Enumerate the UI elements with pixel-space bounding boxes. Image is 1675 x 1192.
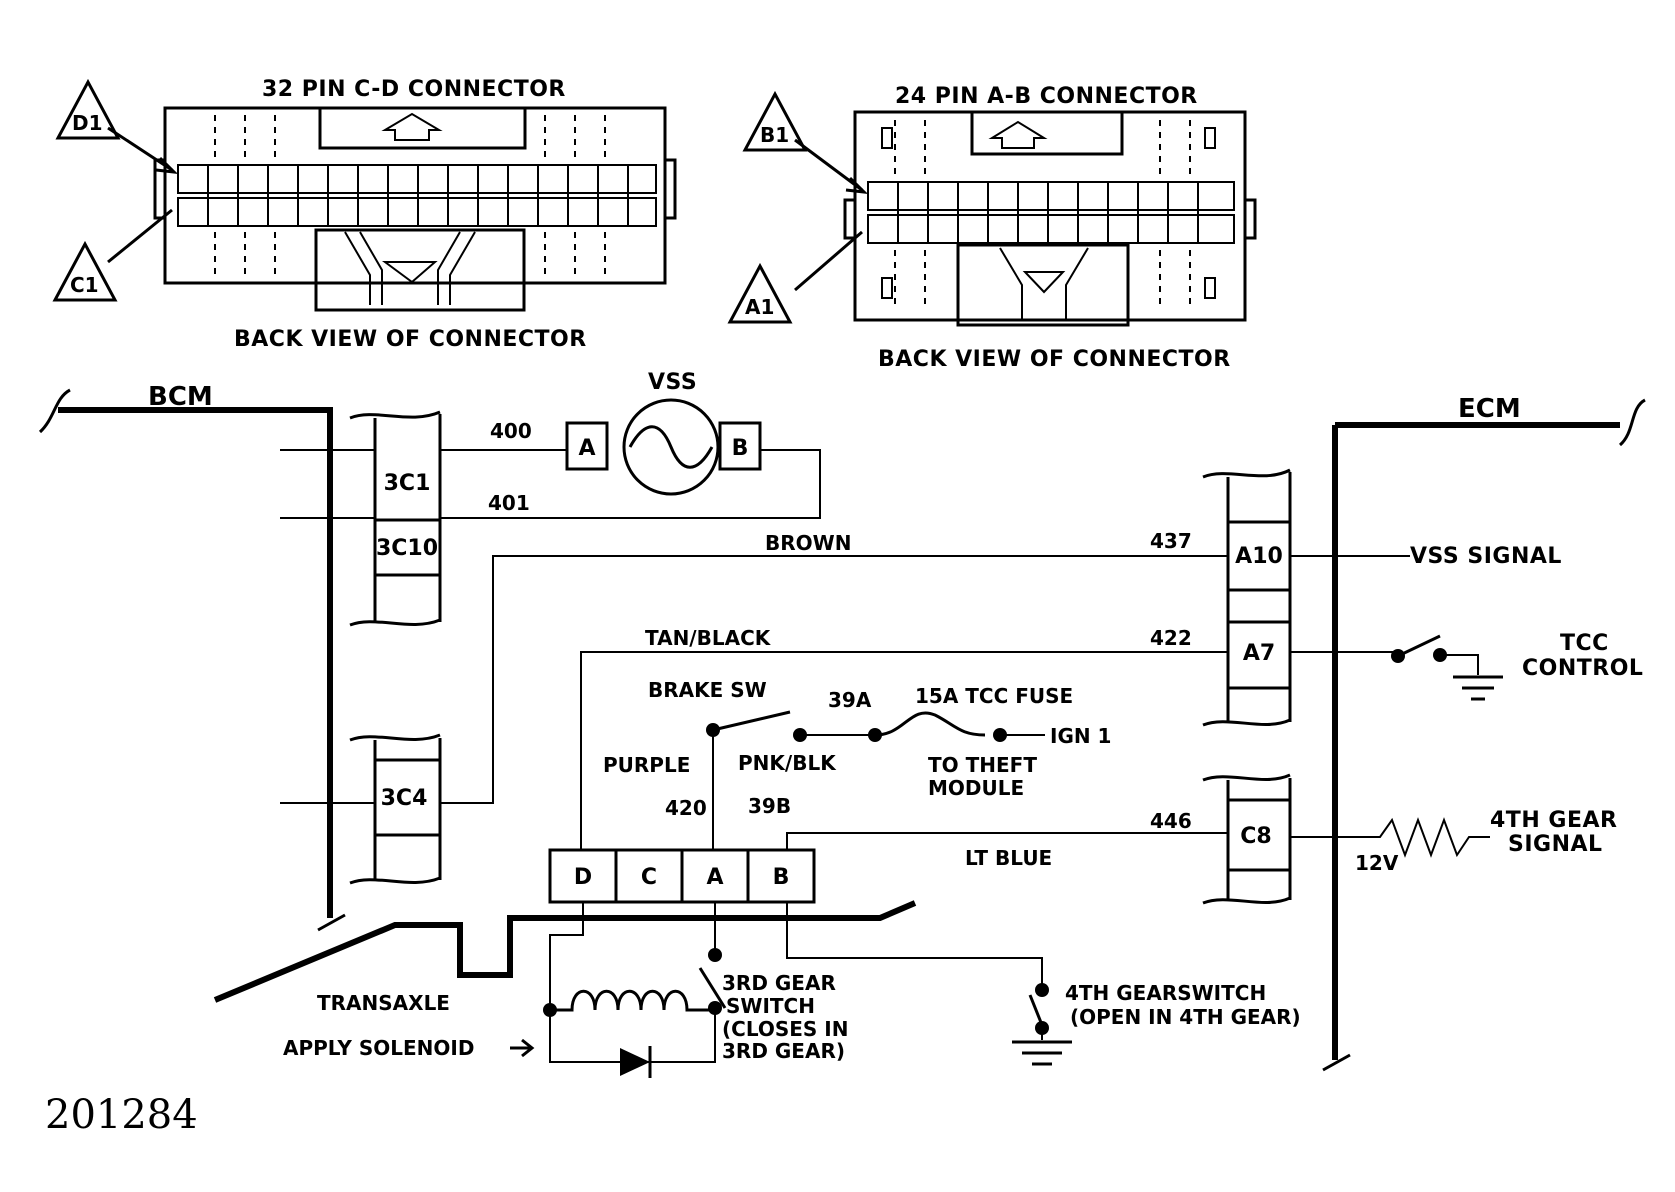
circuit-437: 437 [1150,529,1192,553]
vss-terminal-a [565,421,609,471]
wire-pnk-blk-label: PNK/BLK [738,751,837,775]
brake-sw-label: BRAKE SW [648,678,767,702]
wire-lt-blue-label: LT BLUE [965,846,1052,870]
ecm-label: ECM [1458,394,1521,424]
gear4-signal-label-1: 4TH GEAR [1490,808,1617,833]
gear3-label-4: 3RD GEAR) [722,1039,845,1063]
wire-401 [440,449,821,519]
gear4-switch [786,902,1072,1066]
pin-c1-marker: C1 [52,208,173,302]
wire-lt-blue-446 [786,832,1228,850]
vss-signal-label: VSS SIGNAL [1410,544,1562,569]
pin-c1-label: C1 [70,273,99,297]
vss-terminal-b-label: B [732,436,749,461]
apply-solenoid-label: APPLY SOLENOID [283,1036,474,1060]
pin-row-a [867,214,1235,244]
transaxle-pin-c [614,848,684,904]
circuit-420: 420 [665,796,707,820]
wire-tan-black-label: TAN/BLACK [645,626,772,650]
pin-d1-marker: D1 [55,78,179,174]
theft-label-1: TO THEFT [928,753,1037,777]
pin-b1-label: B1 [760,123,789,147]
gear4-switch-label-1: 4TH GEARSWITCH [1065,981,1266,1005]
connector-24pin: 24 PIN A-B CONNECTOR B1 A1 BACK VI [727,84,1257,372]
circuit-401: 401 [488,491,530,515]
gear3-switch [698,902,727,1009]
wire-purple-label: PURPLE [603,753,690,777]
ign-label: IGN 1 [1050,724,1111,748]
brake-switch: BRAKE SW [648,678,1045,850]
gear3-label-1: 3RD GEAR [722,971,836,995]
circuit-39b: 39B [748,794,791,818]
ecm-pin-a10: A10 [1235,544,1283,569]
transaxle-label: TRANSAXLE [317,991,450,1015]
pin-b1-marker: B1 [742,90,869,194]
ecm-pin-a7: A7 [1243,641,1275,666]
bcm-module: BCM 3C1 3C10 3C4 [38,382,442,932]
wire-brown-437 [440,555,1228,804]
transaxle-case [213,900,917,1003]
tcc-fuse [874,711,986,737]
bcm-pin-3c1: 3C1 [384,471,431,496]
pin-a1-label: A1 [745,295,774,319]
transaxle-pin-b-label: B [773,865,790,890]
circuit-422: 422 [1150,626,1192,650]
connector-32pin-title: 32 PIN C-D CONNECTOR [262,77,566,102]
ecm-pin-c8: C8 [1240,824,1271,849]
gear3-label-3: (CLOSES IN [722,1017,848,1041]
vss-terminal-a-label: A [578,436,595,461]
gear4-switch-label-2: (OPEN IN 4TH GEAR) [1070,1005,1301,1029]
apply-solenoid [543,902,722,1078]
pin-row-b [867,181,1235,211]
transaxle-pin-b [746,848,816,904]
gear3-label-2: SWITCH [726,994,815,1018]
wire-tan-black-422 [580,651,1228,850]
wire-brown-label: BROWN [765,531,851,555]
pin-a1-marker: A1 [727,230,863,324]
connector-24pin-back-view: BACK VIEW OF CONNECTOR [878,347,1231,372]
volt-label: 12V [1355,851,1399,875]
connector-24pin-title: 24 PIN A-B CONNECTOR [895,84,1198,109]
vss-sensor: VSS A B [565,370,762,496]
circuit-400: 400 [490,419,532,443]
fuse-label: 15A TCC FUSE [915,684,1073,708]
vss-terminal-b [718,421,762,471]
circuit-39a: 39A [828,688,872,712]
pin-d1-label: D1 [72,111,103,135]
transaxle-pin-d-label: D [574,865,592,890]
connector-32pin: 32 PIN C-D CONNECTOR D1 C1 [52,77,677,352]
gear4-resistor [1290,817,1490,858]
transaxle-connector: D C A B [548,848,816,904]
tcc-label: TCC [1560,631,1609,656]
figure-number: 201284 [45,1092,198,1138]
bcm-pin-3c10: 3C10 [376,536,438,561]
circuit-446: 446 [1150,809,1192,833]
transaxle-pin-c-label: C [641,865,657,890]
tcc-control-switch [1290,634,1503,701]
ecm-module: ECM A10 A7 C8 [1202,394,1646,1072]
transaxle-pin-a-label: A [706,865,723,890]
bcm-pin-3c4: 3C4 [381,786,428,811]
gear4-signal-label-2: SIGNAL [1508,832,1603,857]
connector-32pin-back-view: BACK VIEW OF CONNECTOR [234,327,587,352]
theft-label-2: MODULE [928,776,1024,800]
vss-label: VSS [648,370,697,395]
control-label: CONTROL [1522,656,1643,681]
